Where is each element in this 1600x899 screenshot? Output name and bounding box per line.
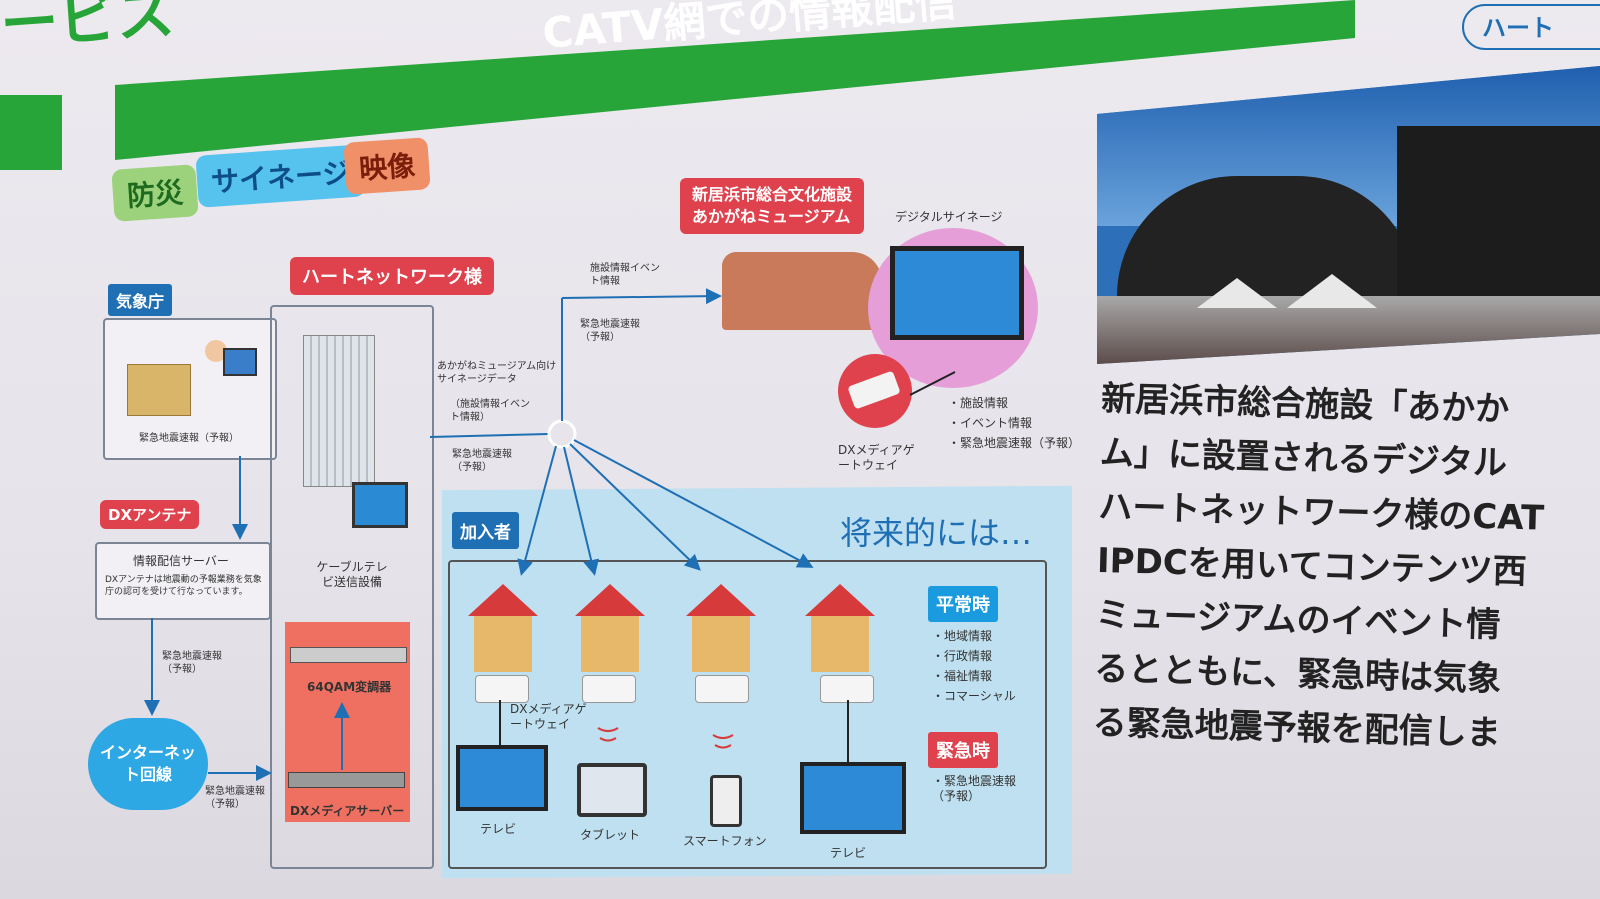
arrow-to-house-2 [564, 447, 594, 572]
line-heart-to-node [430, 434, 548, 437]
arrow-to-house-4 [574, 440, 810, 566]
photo-building [1397, 126, 1600, 316]
connection-lines [0, 0, 1100, 899]
wireless-waves-icon [713, 735, 733, 748]
cable-gateway-to-signage [910, 372, 955, 395]
wireless-waves-icon [598, 728, 618, 741]
arrow-to-house-1 [522, 446, 556, 572]
arrow-to-museum [562, 296, 718, 298]
description: 新居浜市総合施設「あかか ム」に設置されるデジタル ハートネットワーク様のCAT… [1092, 372, 1600, 763]
distribution-node [549, 421, 575, 447]
museum-photo [1097, 66, 1600, 364]
heart-badge: ハート [1462, 4, 1600, 50]
